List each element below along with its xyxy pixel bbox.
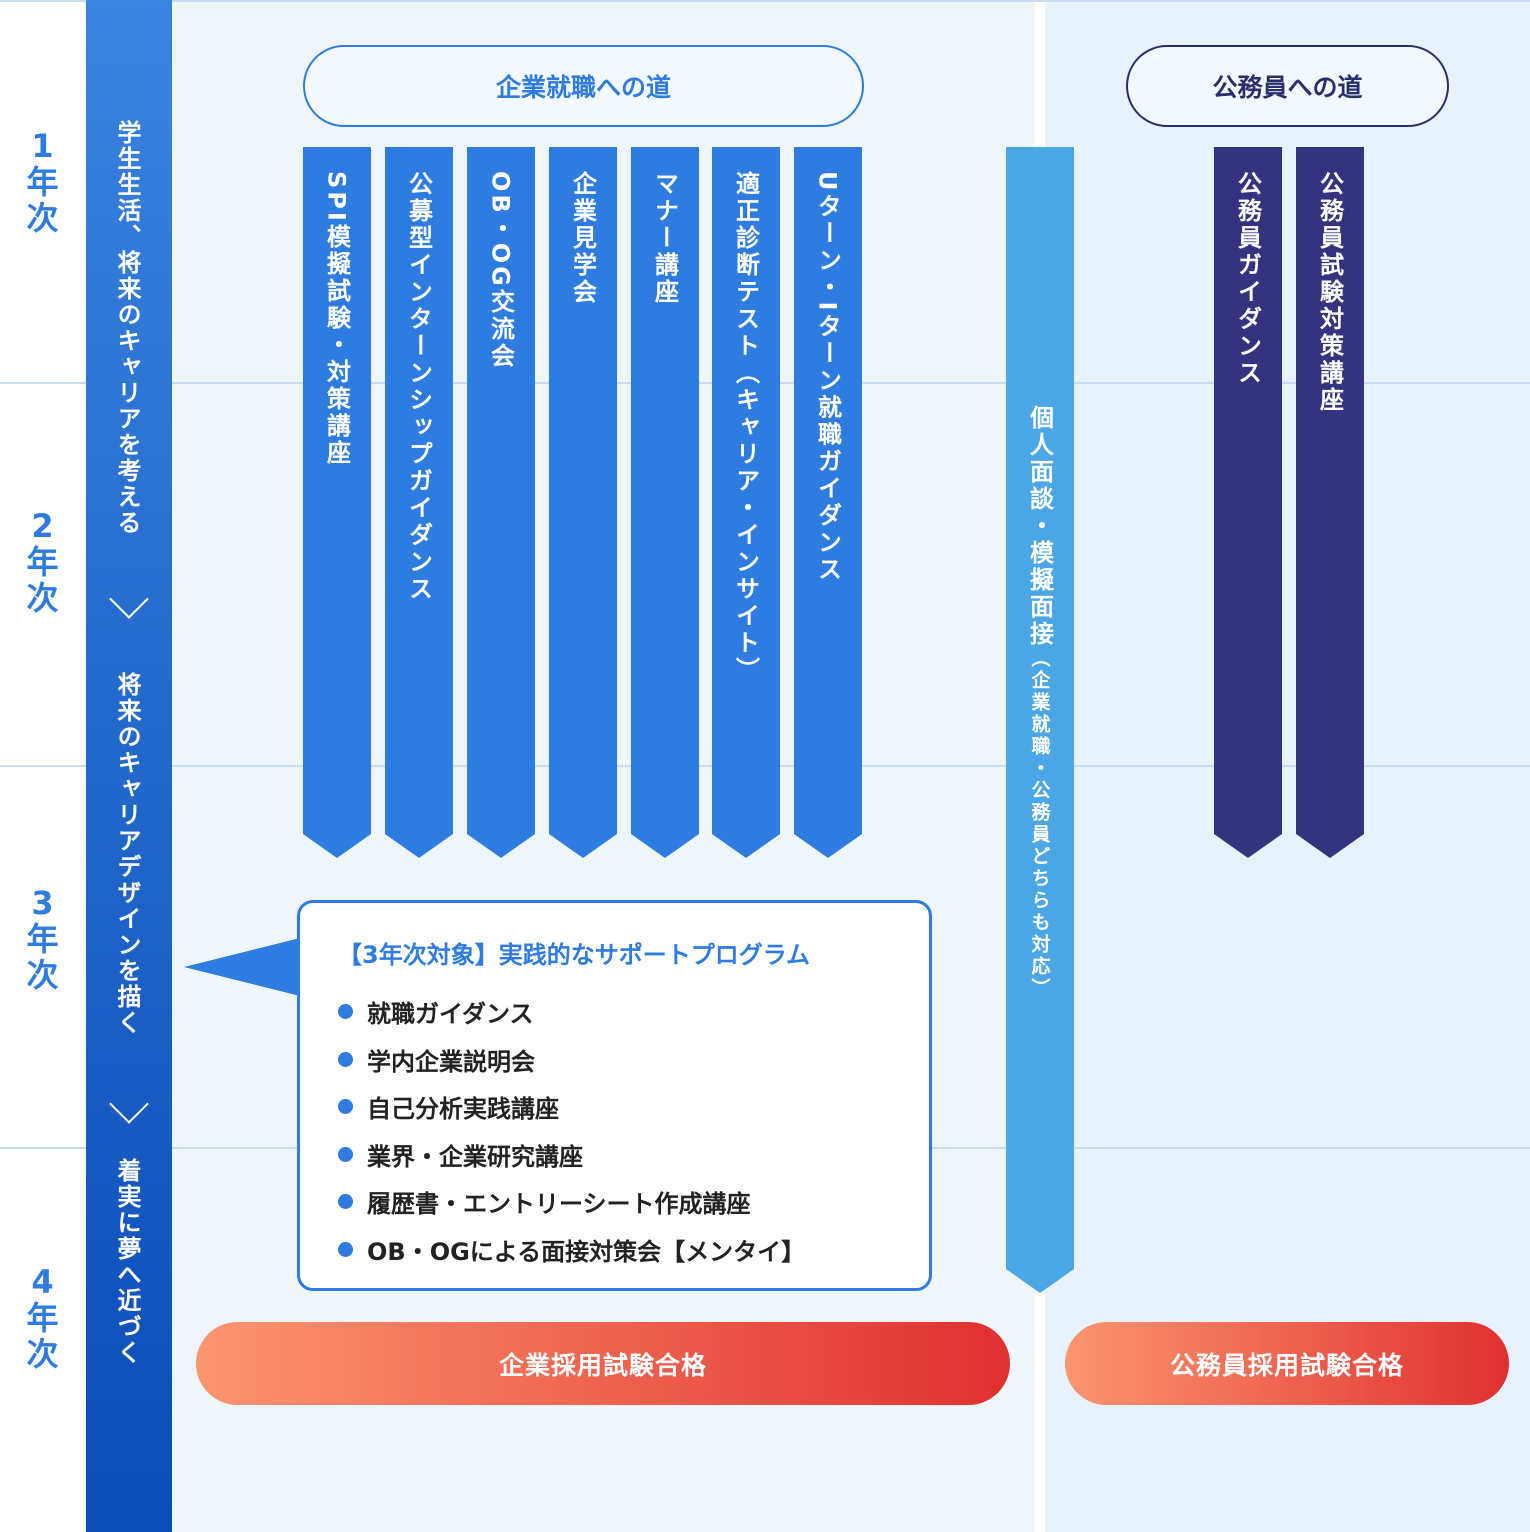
corporate-path-header: 企業就職への道 [303, 45, 864, 127]
bullet-icon [338, 1241, 353, 1257]
common-note: （企業就職・公務員どちらも対応） [1028, 648, 1051, 1000]
corporate-item: Uターン・Iターン就職ガイダンス [794, 147, 862, 858]
corporate-item: OB・OG交流会 [467, 147, 535, 858]
bullet-icon [338, 1194, 353, 1210]
item-label: マナー講座 [650, 171, 679, 306]
band-stage-1: 学生生活、将来のキャリアを考える [113, 120, 141, 536]
civil-item: 公務員ガイダンス [1214, 147, 1282, 858]
list-item: 履歴書・エントリーシート作成講座 [338, 1178, 929, 1226]
list-item: 業界・企業研究講座 [338, 1131, 929, 1179]
program-box: 【3年次対象】実践的なサポートプログラム 就職ガイダンス 学内企業説明会 自己分… [297, 900, 932, 1291]
band-stage-2: 将来のキャリアデザインを描く [113, 672, 141, 1036]
item-label: 就職ガイダンス [367, 1000, 534, 1029]
bullet-icon [338, 1051, 353, 1067]
program-title: 【3年次対象】実践的なサポートプログラム [338, 941, 810, 969]
corporate-result: 企業採用試験合格 [196, 1322, 1010, 1405]
list-item: OB・OGによる面接対策会【メンタイ】 [338, 1226, 929, 1274]
item-label: OB・OGによる面接対策会【メンタイ】 [367, 1237, 806, 1266]
civil-item: 公務員試験対策講座 [1296, 147, 1364, 858]
bullet-icon [338, 1004, 353, 1020]
item-label: 適正診断テスト（キャリア・インサイト） [731, 171, 760, 684]
corporate-item: 公募型インターンシップガイダンス [385, 147, 453, 858]
bullet-icon [338, 1099, 353, 1115]
corporate-item: マナー講座 [631, 147, 699, 858]
item-label: 自己分析実践講座 [367, 1095, 559, 1124]
item-label: 公務員ガイダンス [1233, 171, 1262, 387]
progress-band [86, 0, 172, 1532]
corporate-item: 企業見学会 [549, 147, 617, 858]
item-label: 公務員試験対策講座 [1315, 171, 1344, 414]
list-item: 就職ガイダンス [338, 988, 929, 1036]
list-item: 自己分析実践講座 [338, 1083, 929, 1131]
item-label: 企業見学会 [568, 171, 597, 306]
band-stage-3: 着実に夢へ近づく [113, 1158, 141, 1366]
item-label: SPI模擬試験・対策講座 [322, 171, 351, 467]
civil-path-header: 公務員への道 [1126, 45, 1449, 127]
item-label: 履歴書・エントリーシート作成講座 [367, 1190, 751, 1219]
row-divider [0, 0, 1530, 2]
item-label: 学内企業説明会 [367, 1047, 535, 1076]
item-label: 個人面談・模擬面接（企業就職・公務員どちらも対応） [1023, 405, 1058, 1293]
corporate-item: 適正診断テスト（キャリア・インサイト） [712, 147, 780, 858]
common-item: 個人面談・模擬面接（企業就職・公務員どちらも対応） [1006, 147, 1074, 1293]
item-label: Uターン・Iターン就職ガイダンス [813, 171, 842, 584]
civil-result: 公務員採用試験合格 [1065, 1322, 1509, 1405]
common-title: 個人面談・模擬面接 [1025, 405, 1054, 648]
corporate-item: SPI模擬試験・対策講座 [303, 147, 371, 858]
item-label: 公募型インターンシップガイダンス [404, 171, 433, 603]
list-item: 学内企業説明会 [338, 1036, 929, 1084]
bullet-icon [338, 1146, 353, 1162]
item-label: 業界・企業研究講座 [367, 1142, 583, 1171]
item-label: OB・OG交流会 [486, 171, 515, 370]
